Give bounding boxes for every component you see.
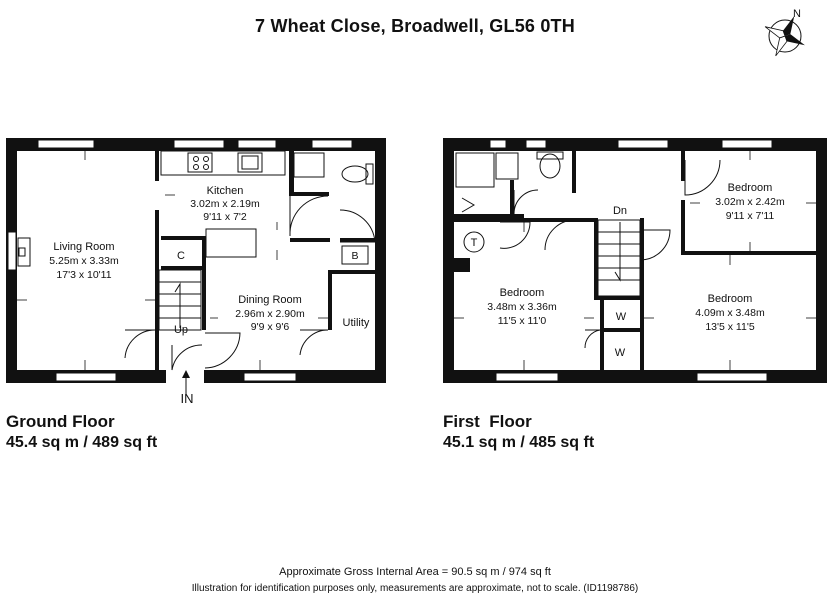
kitchen-name: Kitchen — [207, 185, 244, 197]
tank-label: T — [471, 237, 478, 249]
ground-floor-area: 45.4 sq m / 489 sq ft — [6, 434, 158, 451]
first-floor-plan — [443, 138, 827, 383]
bedroom2-imperial: 11'5 x 11'0 — [498, 315, 547, 327]
bedroom1-metric: 3.02m x 2.42m — [715, 196, 785, 208]
cupboard-label: C — [177, 250, 185, 262]
kitchen-metric: 3.02m x 2.19m — [190, 198, 260, 210]
stairs-down-label: Dn — [613, 205, 627, 217]
living-room-imperial: 17'3 x 10'11 — [56, 269, 111, 281]
bedroom3-imperial: 13'5 x 11'5 — [705, 321, 755, 333]
compass-icon: N — [764, 8, 805, 57]
bedroom1-imperial: 9'11 x 7'11 — [726, 210, 775, 222]
boiler-label: B — [351, 250, 358, 262]
gross-internal-area: Approximate Gross Internal Area = 90.5 s… — [279, 566, 551, 578]
wardrobe2-label: W — [615, 347, 626, 359]
bedroom3-name: Bedroom — [708, 293, 753, 305]
kitchen-imperial: 9'11 x 7'2 — [203, 211, 247, 223]
disclaimer: Illustration for identification purposes… — [191, 583, 639, 594]
bedroom3-metric: 4.09m x 3.48m — [695, 307, 765, 319]
ground-floor-title: Ground Floor — [6, 412, 115, 431]
property-title: 7 Wheat Close, Broadwell, GL56 0TH — [255, 16, 575, 36]
living-room-metric: 5.25m x 3.33m — [49, 255, 119, 267]
dining-room-imperial: 9'9 x 9'6 — [251, 321, 290, 333]
dining-room-metric: 2.96m x 2.90m — [235, 308, 305, 320]
bedroom2-metric: 3.48m x 3.36m — [487, 301, 557, 313]
dining-room-name: Dining Room — [238, 294, 302, 306]
wardrobe1-label: W — [616, 311, 627, 323]
stairs-up-label: Up — [174, 324, 188, 336]
bedroom1-name: Bedroom — [728, 182, 773, 194]
entrance-label: IN — [181, 391, 194, 406]
first-floor-title: First Floor — [443, 412, 532, 431]
compass-north-label: N — [793, 8, 801, 20]
bedroom2-name: Bedroom — [500, 287, 545, 299]
ground-floor-plan — [6, 138, 386, 395]
living-room-name: Living Room — [53, 241, 114, 253]
first-floor-area: 45.1 sq m / 485 sq ft — [443, 434, 595, 451]
utility-name: Utility — [343, 317, 370, 329]
